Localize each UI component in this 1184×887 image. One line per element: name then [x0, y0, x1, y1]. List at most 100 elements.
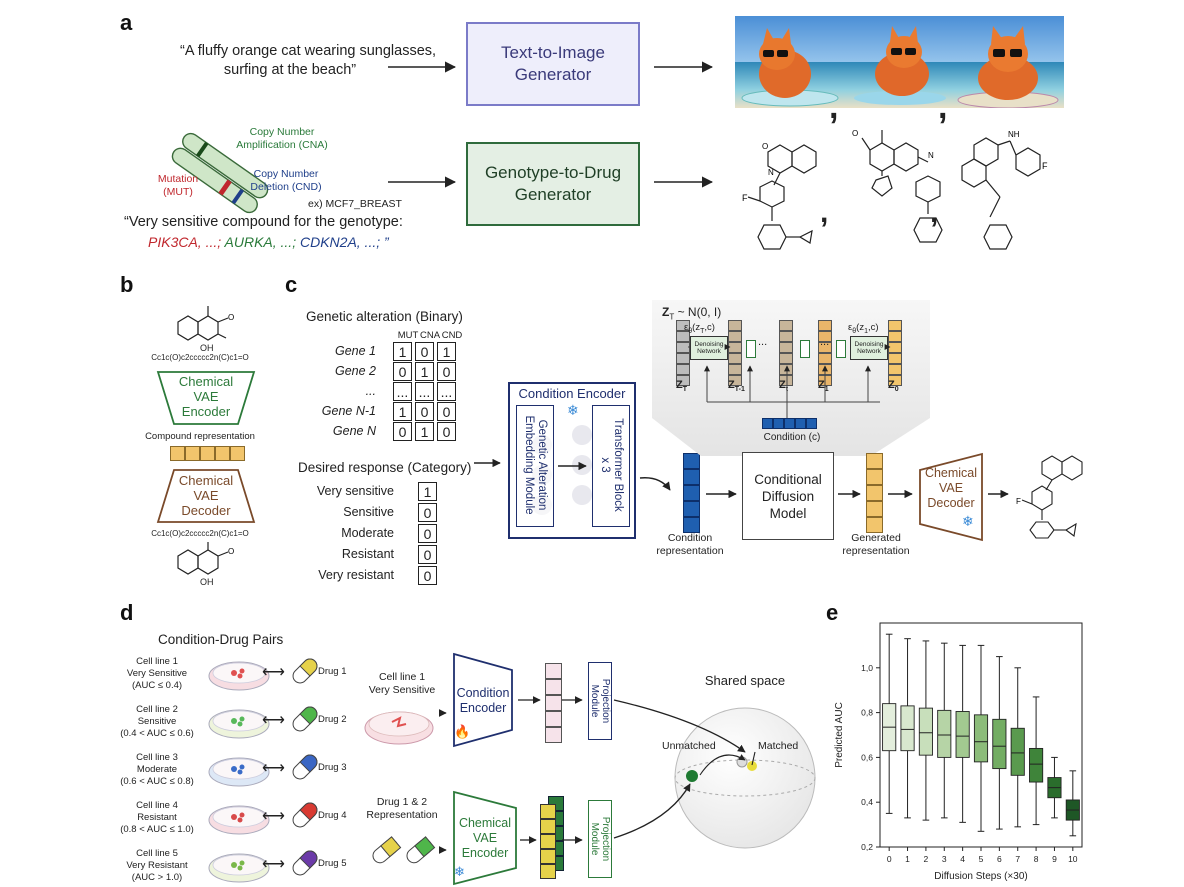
matched-label: Matched [758, 740, 799, 752]
diffusion-line3: Model [769, 505, 807, 521]
chromosome-diagram [171, 132, 269, 214]
panel-label-e: e [826, 600, 839, 625]
denoise2-line1: Denoising [854, 341, 884, 348]
cell-line-text: (0.4 < AUC ≤ 0.6) [120, 728, 194, 739]
condition-rep-line1: Condition [667, 532, 713, 544]
chemical-vae-encoder-d [453, 790, 517, 886]
latent-symbol: Z [818, 379, 825, 391]
encoder-label-b: Chemical VAE Encoder [156, 374, 256, 419]
response-label: Very resistant [318, 568, 394, 582]
response-value-cell: 0 [418, 503, 437, 522]
condition-encoder-title: Condition Encoder [518, 386, 626, 401]
comma-3: , [820, 196, 829, 229]
gene-matrix-cell: ... [393, 382, 412, 401]
genetic-alteration-title: Genetic alteration (Binary) [306, 309, 463, 324]
gene-matrix-cell: 0 [437, 402, 456, 421]
generated-molecule-3: F NH [961, 130, 1048, 250]
decoder-c-line3: Decoder [927, 496, 975, 510]
y-tick-label: 0,4 [861, 797, 873, 807]
cell-line-1-query-label: Cell line 1 Very Sensitive [362, 671, 442, 697]
cnd-label-line2: Deletion (CND) [250, 181, 322, 193]
chemical-vae-decoder-b [156, 469, 256, 523]
projection-module-bottom-label: Projection Module [589, 801, 611, 877]
denoise1-line2: Network [697, 348, 721, 355]
gene-col-header-cnd: CND [441, 330, 463, 341]
response-value-cell: 0 [418, 524, 437, 543]
cat-image-1 [735, 16, 846, 108]
x-axis-label: Diffusion Steps (×30) [934, 871, 1027, 882]
gene-matrix-cell: 0 [415, 342, 434, 361]
gene-matrix-cell: 1 [393, 342, 412, 361]
proj-top-line2: Module [589, 684, 600, 718]
chem-enc-d-line2: VAE [472, 831, 498, 845]
latent-label: Zt [779, 379, 788, 393]
pair-arrow-icon: ⟷ [262, 712, 285, 729]
gene-cdkn2a: CDKN2A, ...; ” [299, 234, 389, 250]
x-tick-label: 5 [979, 854, 984, 864]
decoder-b-line3: Decoder [181, 503, 231, 518]
cell-line-text: (AUC ≤ 0.4) [131, 680, 183, 691]
condition-representation-vector [683, 453, 700, 533]
latent-label: ZT [676, 379, 687, 393]
chem-enc-d-line3: Encoder [461, 846, 509, 860]
petri-dish-icon [208, 805, 270, 835]
latent-column [676, 320, 690, 386]
conditional-diffusion-model-box: Conditional Diffusion Model [742, 452, 834, 540]
x-tick-label: 0 [887, 854, 892, 864]
gene-col-header-cna: CNA [419, 330, 441, 341]
eps2-end: ,c) [867, 322, 879, 333]
text-prompt: “A fluffy orange cat wearing sunglasses,… [180, 42, 436, 80]
eps1-theta: θ [688, 327, 693, 335]
condition-embedding-vector [545, 663, 562, 743]
encoder-b-line2: VAE [193, 389, 219, 404]
cl1-query-line1: Cell line 1 [378, 671, 426, 683]
comma-1: , [829, 88, 839, 126]
mut-label: Mutation (MUT) [148, 173, 208, 199]
eps2-theta: θ [852, 327, 857, 335]
cell-line-1-query-dish [364, 711, 434, 745]
shared-space-sphere [674, 707, 816, 849]
comma-4: , [930, 196, 939, 229]
panel-label-b: b [120, 272, 134, 297]
svg-text:O: O [852, 129, 858, 138]
response-value-cell: 0 [418, 545, 437, 564]
cell-line-text: (AUC > 1.0) [131, 872, 183, 883]
response-value-cell: 0 [418, 566, 437, 585]
latent-column [888, 320, 902, 386]
eps1-end: ,c) [704, 322, 715, 333]
drug-pill-icon [292, 754, 318, 780]
x-tick-label: 1 [905, 854, 910, 864]
latent-label: Z0 [888, 379, 899, 393]
box-iqr [973, 714, 989, 763]
condition-c-vector [762, 418, 817, 429]
drug-pill-icon [292, 850, 318, 876]
generated-line2: representation [842, 545, 910, 557]
output-molecule-c: F [1016, 455, 1083, 539]
gene-aurka: AURKA, ...; [224, 234, 297, 250]
latent-subscript: T [682, 386, 688, 394]
decoder-b-line1: Chemical [178, 473, 234, 488]
projection-module-top [588, 662, 612, 740]
generated-representation-label: Generated representation [834, 532, 918, 558]
chemical-encoder-snowflake-icon: ❄ [454, 864, 465, 879]
eps2-sub: 1 [864, 327, 868, 335]
genotype-genes: PIK3CA, ...; AURKA, ...; CDKN2A, ...; ” [148, 234, 389, 250]
drug-label: Drug 3 [318, 762, 347, 773]
x-tick-label: 3 [942, 854, 947, 864]
input-smiles: Cc1c(O)c2ccccc2n(C)c1=O [151, 353, 249, 362]
svg-text:F: F [1016, 497, 1021, 506]
cell-line-text: (0.6 < AUC ≤ 0.8) [120, 776, 194, 787]
condition-encoder-d [453, 652, 513, 748]
petri-dish-icon [208, 709, 270, 739]
latent-symbol: Z [728, 379, 735, 391]
x-tick-label: 9 [1052, 854, 1057, 864]
transformer-block [592, 405, 630, 527]
denoise1-line1: Denoising [694, 341, 724, 348]
genetic-module-line1: Genetic Alteration [536, 419, 548, 511]
condition-encoder-d-label: Condition Encoder [452, 686, 514, 716]
encoder-b-line1: Chemical [178, 374, 234, 389]
gene-row-label: Gene 1 [334, 344, 376, 358]
